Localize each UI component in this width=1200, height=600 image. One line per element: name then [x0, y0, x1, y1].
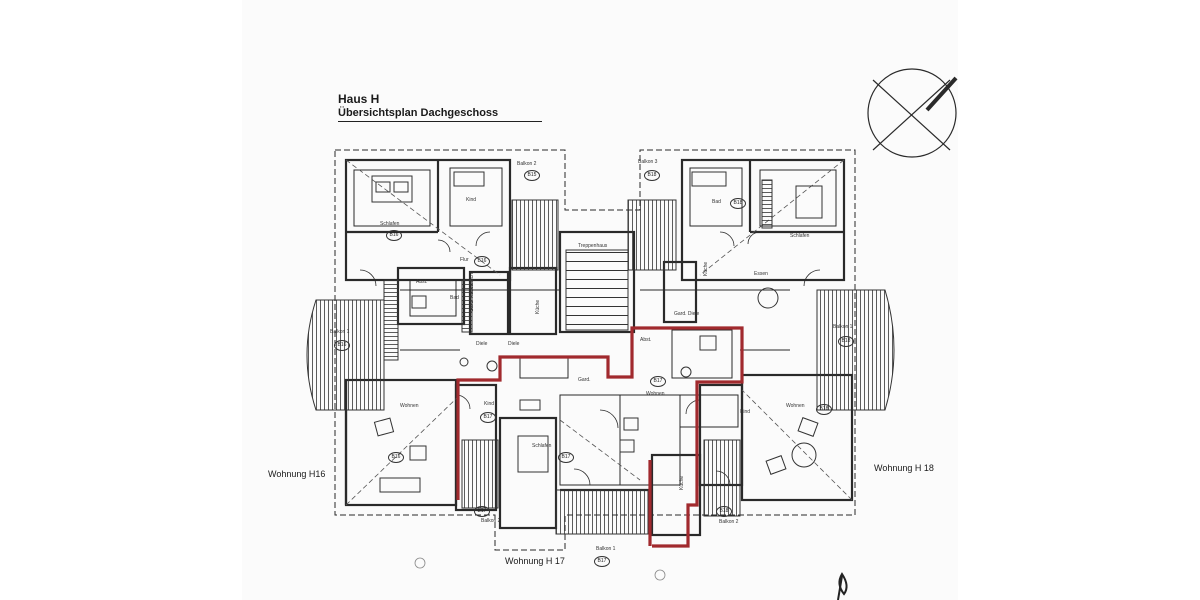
room-label: Abst. — [640, 337, 652, 343]
balcony-label: Balkon 2 — [517, 161, 537, 167]
room-label: Flur — [460, 257, 469, 263]
room-label: Abst. — [416, 279, 428, 285]
balcony-label: Balkon 2 — [719, 519, 739, 525]
room-tag: B17 — [558, 452, 574, 463]
room-tag: B18 — [644, 170, 660, 181]
room-tag: B18 — [716, 506, 732, 517]
apartment-label-bottom: Wohnung H 17 — [505, 556, 565, 566]
room-label: Wohnen — [786, 403, 805, 409]
room-label: Schlafen — [380, 221, 400, 227]
room-label: Wohnen — [400, 403, 419, 409]
balcony-label: Balkon 3 — [638, 159, 658, 165]
room-tag: B16 — [386, 230, 402, 241]
apartment-label-left: Wohnung H16 — [268, 469, 326, 479]
room-label: Gard. Hausanschl. — [469, 270, 475, 312]
room-tag: B18 — [730, 198, 746, 209]
room-tag: B17 — [480, 412, 496, 423]
room-label: Gard. — [578, 377, 591, 383]
compass-icon — [867, 68, 958, 158]
room-label: Kind — [484, 401, 495, 407]
room-label: Schlafen — [790, 233, 810, 239]
room-tag: B16 — [334, 340, 350, 351]
room-tag: B17 — [474, 506, 490, 517]
plan-subtitle: Übersichtsplan Dachgeschoss — [338, 108, 542, 122]
room-label: Küche — [535, 299, 541, 314]
room-tag: B17 — [594, 556, 610, 567]
room-label: Gard. Diele — [674, 311, 700, 317]
apartment-label-right: Wohnung H 18 — [874, 463, 934, 473]
room-tag: B17 — [650, 376, 666, 387]
highlight-boundary — [456, 326, 744, 548]
room-tag: B16 — [474, 256, 490, 267]
room-tag: B18 — [838, 336, 854, 347]
room-tag: B15 — [524, 170, 540, 181]
room-label: Küche — [679, 475, 685, 490]
balcony-label: Balkon 2 — [481, 518, 501, 524]
room-label: Kind — [740, 409, 751, 415]
room-label: Wohnen — [646, 391, 665, 397]
plan-title: Haus H — [338, 92, 380, 106]
room-label: Diele — [508, 341, 520, 347]
room-tag: B18 — [816, 404, 832, 415]
room-label: Treppenhaus — [578, 243, 608, 249]
room-label: Küche — [703, 261, 709, 276]
room-label: Diele — [476, 341, 488, 347]
room-label: Essen — [754, 271, 768, 277]
room-label: Kind — [466, 197, 477, 203]
room-label: Schlafen — [532, 443, 552, 449]
balcony-label: Balkon 1 — [330, 329, 350, 335]
room-label: Bad — [712, 199, 721, 205]
balcony-label: Balkon 1 — [833, 324, 853, 330]
room-label: Bad — [450, 295, 459, 301]
balcony-label: Balkon 1 — [596, 546, 616, 552]
room-tag: B16 — [388, 452, 404, 463]
